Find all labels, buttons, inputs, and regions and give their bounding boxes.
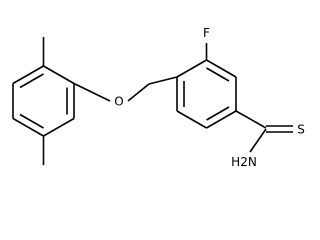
double-bond-inner bbox=[206, 106, 230, 121]
bond bbox=[176, 110, 207, 129]
bond bbox=[12, 117, 44, 137]
bond bbox=[206, 59, 237, 78]
amine-label: H2N bbox=[231, 155, 257, 169]
bond bbox=[206, 110, 237, 129]
fluorobenzene-ring: F bbox=[176, 26, 237, 129]
bond-oxygen-ch2 bbox=[127, 83, 150, 102]
bond-carbon-nitrogen bbox=[249, 128, 267, 153]
bond bbox=[12, 65, 44, 85]
bond bbox=[176, 59, 207, 78]
bond bbox=[43, 65, 75, 85]
ether-linkage: O bbox=[73, 76, 178, 109]
bond-ring-oxygen bbox=[73, 82, 111, 102]
dimethylphenyl-ring bbox=[12, 37, 75, 165]
chemical-structure: O F S H2N bbox=[12, 26, 305, 169]
bond-ring-thiocarbon bbox=[235, 110, 267, 129]
double-bond-inner bbox=[19, 73, 44, 89]
fluorine-label: F bbox=[203, 26, 210, 40]
oxygen-label: O bbox=[114, 95, 123, 109]
thioamide-group: S H2N bbox=[231, 110, 305, 169]
bond bbox=[43, 117, 75, 137]
double-bond-inner bbox=[206, 67, 230, 82]
bond-ch2-ring bbox=[148, 76, 178, 85]
double-bond-inner bbox=[19, 113, 44, 129]
sulfur-label: S bbox=[297, 123, 305, 137]
